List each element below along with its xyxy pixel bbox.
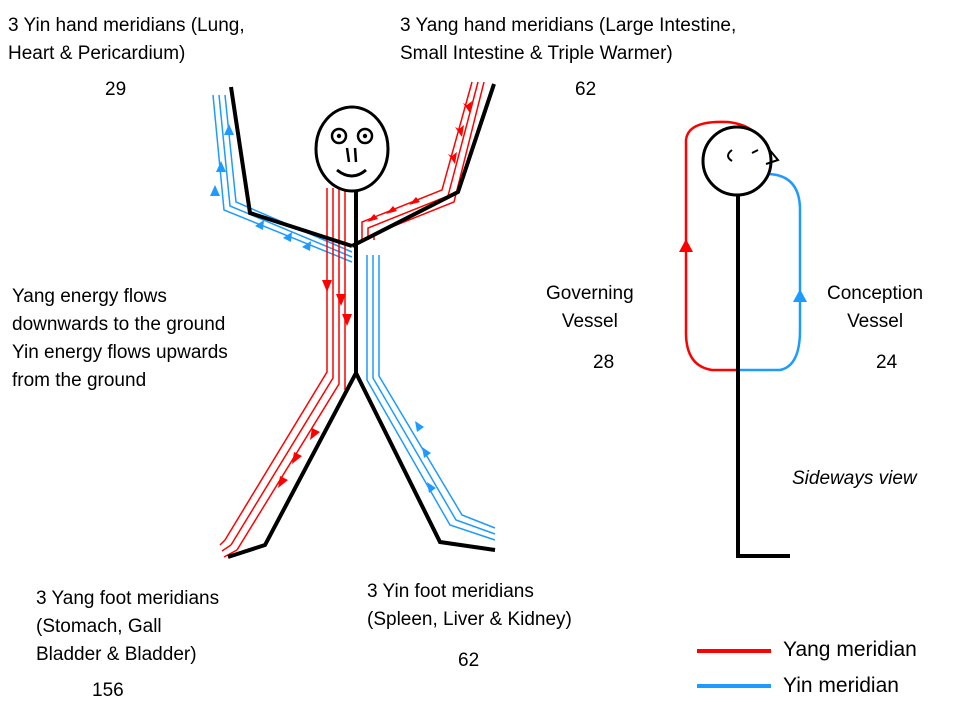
yang-hand-label: 3 Yang hand meridians (Large Intestine, … (400, 12, 736, 68)
right-leg (356, 373, 495, 550)
side-head (703, 127, 771, 195)
yin-hand-count: 29 (105, 79, 126, 101)
yin-hand-label: 3 Yin hand meridians (Lung, Heart & Peri… (8, 12, 245, 68)
sideways-figure (703, 127, 790, 556)
legend-yang-label: Yang meridian (783, 638, 917, 662)
governing-vessel-count: 28 (593, 352, 614, 374)
yang-foot-count: 156 (92, 680, 124, 702)
conception-vessel-label: Conception Vessel (827, 280, 923, 336)
legend-yin-label: Yin meridian (783, 674, 899, 698)
head (316, 107, 388, 191)
sideways-view-label: Sideways view (792, 465, 917, 493)
side-body (738, 190, 790, 556)
yin-hand-arrows (210, 124, 311, 251)
yin-foot-label: 3 Yin foot meridians (Spleen, Liver & Ki… (367, 578, 572, 634)
yang-torso-meridians (225, 188, 345, 550)
yang-torso-arrows (278, 280, 352, 488)
energy-flow-note: Yang energy flows downwards to the groun… (12, 283, 228, 395)
yang-foot-label: 3 Yang foot meridians (Stomach, Gall Bla… (36, 585, 219, 669)
sideways-arrows (679, 239, 807, 302)
yin-foot-meridians (367, 255, 495, 540)
conception-vessel-line (738, 174, 800, 370)
conception-vessel-count: 24 (876, 352, 897, 374)
left-leg (228, 373, 356, 557)
yin-foot-count: 62 (458, 650, 479, 672)
yang-hand-count: 62 (575, 79, 596, 101)
governing-vessel-label: Governing Vessel (546, 280, 634, 336)
